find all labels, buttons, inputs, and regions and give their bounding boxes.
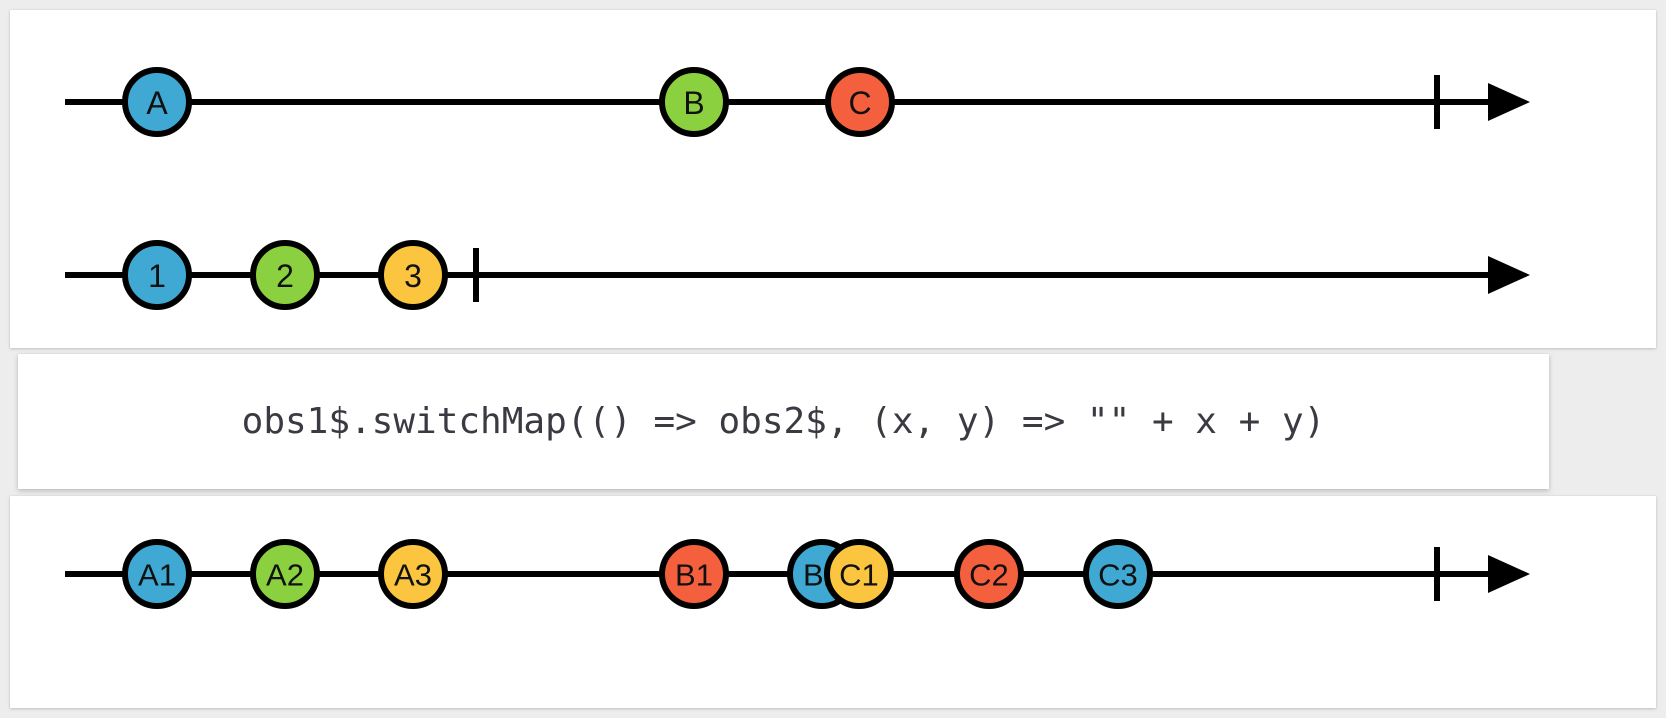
timeline-arrowhead <box>1488 256 1530 294</box>
marble-circle <box>122 240 192 310</box>
marble-label: A3 <box>394 558 432 593</box>
operator-panel: obs1$.switchMap(() => obs2$, (x, y) => "… <box>18 354 1549 489</box>
marble-label: A2 <box>266 558 304 593</box>
input-observables-panel: A B C 1 2 3 <box>10 10 1656 348</box>
marble-label: 3 <box>404 258 422 294</box>
marble-c[interactable]: C <box>825 67 895 137</box>
source-timeline-svg: A B C 1 2 3 <box>65 67 1530 310</box>
marble-label: 1 <box>148 258 166 294</box>
marble-circle <box>954 539 1024 609</box>
marble-circle <box>825 67 895 137</box>
marble-circle <box>250 539 320 609</box>
marble-label: C3 <box>1098 558 1138 593</box>
marble-3[interactable]: 3 <box>378 240 448 310</box>
marble-circle <box>824 539 894 609</box>
marble-label: C2 <box>969 558 1009 593</box>
marble-circle <box>122 67 192 137</box>
marble-c3[interactable]: C3 <box>1083 539 1153 609</box>
marble-label: C <box>848 85 871 121</box>
marble-a3[interactable]: A3 <box>378 539 448 609</box>
marble-circle <box>122 539 192 609</box>
operator-code-text: obs1$.switchMap(() => obs2$, (x, y) => "… <box>241 401 1326 442</box>
marble-1[interactable]: 1 <box>122 240 192 310</box>
marble-label: 2 <box>276 258 294 294</box>
marble-label: B <box>683 85 704 121</box>
marble-circle <box>378 539 448 609</box>
marble-c1[interactable]: C1 <box>824 539 894 609</box>
marble-label: A1 <box>138 558 176 593</box>
marble-circle <box>659 67 729 137</box>
marble-label: A <box>146 85 168 121</box>
marble-2[interactable]: 2 <box>250 240 320 310</box>
marble-circle <box>378 240 448 310</box>
marble-label: B1 <box>675 558 713 593</box>
marble-circle <box>1083 539 1153 609</box>
marble-label: C1 <box>839 558 879 593</box>
marble-a[interactable]: A <box>122 67 192 137</box>
marble-circle <box>659 539 729 609</box>
marble-a2[interactable]: A2 <box>250 539 320 609</box>
timeline-arrowhead <box>1488 555 1530 593</box>
marble-a1[interactable]: A1 <box>122 539 192 609</box>
marble-c2[interactable]: C2 <box>954 539 1024 609</box>
marble-b1[interactable]: B1 <box>659 539 729 609</box>
marble-circle <box>250 240 320 310</box>
marble-b[interactable]: B <box>659 67 729 137</box>
timeline-arrowhead <box>1488 83 1530 121</box>
